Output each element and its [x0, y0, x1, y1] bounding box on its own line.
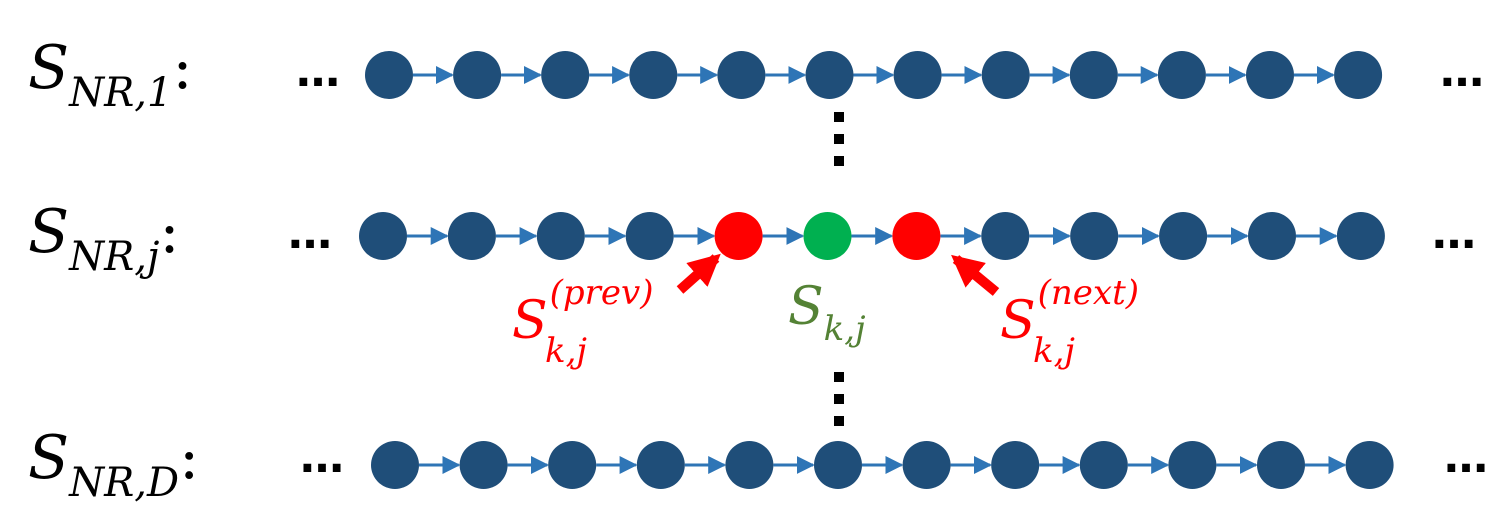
row-D-node	[1079, 441, 1128, 489]
annotation-current: Sk,j	[788, 277, 866, 349]
row-j-node	[1159, 212, 1208, 260]
row-j-node	[981, 212, 1030, 260]
row-1-ellipsis-right: …	[1440, 46, 1484, 97]
row-1-node	[1334, 51, 1383, 99]
row-label-nr-j: SNR,j:	[28, 197, 180, 280]
row-1-node	[981, 51, 1030, 99]
row-j-node	[1336, 212, 1385, 260]
row-j-node-next	[892, 212, 941, 260]
row-D-node	[1345, 441, 1394, 489]
nodes-layer	[359, 51, 1394, 489]
row-D-node	[814, 441, 862, 489]
row-D-node	[636, 441, 685, 489]
row-1-node	[1246, 51, 1294, 99]
row-j-node-current	[803, 212, 852, 260]
row-D-node	[371, 441, 419, 489]
vertical-ellipsis-upper	[834, 112, 844, 166]
row-1-node	[805, 51, 854, 99]
row-j-node	[1248, 212, 1296, 260]
row-j-node-prev	[714, 212, 763, 260]
edges-layer	[407, 66, 1347, 474]
row-1-node	[1069, 51, 1118, 99]
row-j-ellipsis-right: …	[1432, 208, 1476, 259]
row-1-ellipsis-left: …	[296, 46, 340, 97]
row-j-node	[536, 212, 585, 260]
row-D-node	[725, 441, 774, 489]
row-D-node	[1257, 441, 1305, 489]
row-j-ellipsis-left: …	[288, 208, 332, 259]
row-D-node	[459, 441, 508, 489]
row-d-ellipsis-left: …	[300, 432, 344, 483]
row-j-node	[625, 212, 674, 260]
row-1-node	[453, 51, 502, 99]
row-D-node	[991, 441, 1040, 489]
row-d-ellipsis-right: …	[1444, 432, 1488, 483]
row-1-node	[893, 51, 942, 99]
vertical-ellipsis-lower	[834, 372, 844, 426]
row-j-node	[447, 212, 496, 260]
row-D-node	[1168, 441, 1217, 489]
row-j-node	[1070, 212, 1119, 260]
next-pointer-arrow	[951, 254, 1000, 296]
row-label-nr-d: SNR,D:	[28, 423, 199, 506]
annotation-prev: S(prev)k,j	[512, 273, 654, 371]
row-1-node	[1157, 51, 1206, 99]
row-D-node	[902, 441, 951, 489]
row-D-node	[548, 441, 597, 489]
row-1-node	[365, 51, 413, 99]
prev-pointer-arrow	[676, 253, 721, 294]
row-1-node	[541, 51, 590, 99]
row-label-nr-1: SNR,1:	[28, 33, 193, 116]
row-j-node	[359, 212, 407, 260]
annotation-next: S(next)k,j	[1000, 273, 1139, 371]
row-1-node	[629, 51, 678, 99]
row-1-node	[717, 51, 766, 99]
